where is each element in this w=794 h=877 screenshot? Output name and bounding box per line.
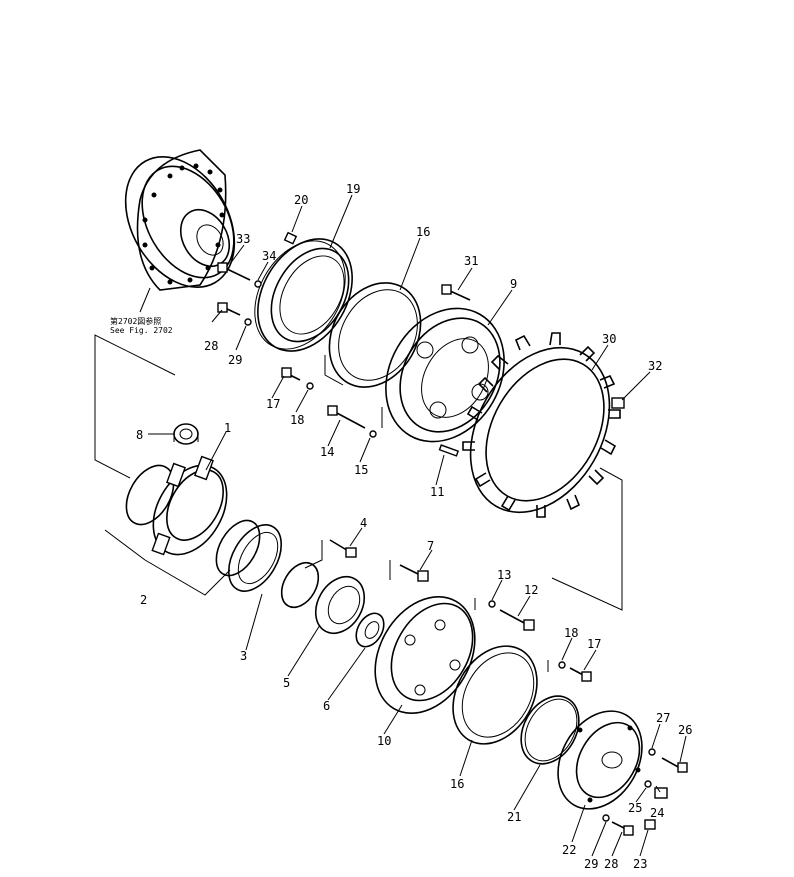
part-label: 10	[377, 734, 391, 748]
part-label: 11	[430, 485, 444, 499]
bracket-lines	[94, 334, 623, 672]
part-label: 4	[360, 516, 367, 530]
part-label: 14	[320, 445, 334, 459]
part-label: 31	[464, 254, 478, 268]
fasteners	[217, 231, 688, 836]
part-label: 22	[562, 843, 576, 857]
part-labels: 1 2 3 4 5 6 7 8 9 10 11 12 13 14 15 16 1…	[136, 182, 692, 871]
part-label: 7	[427, 539, 434, 553]
part-label: 18	[290, 413, 304, 427]
part-label: 25	[628, 801, 642, 815]
part-label: 16	[450, 777, 464, 791]
part-label: 29	[228, 353, 242, 367]
part-label: 5	[283, 676, 290, 690]
part-label: 13	[497, 568, 511, 582]
part-label: 15	[354, 463, 368, 477]
part-cover	[557, 710, 643, 810]
part-label: 17	[587, 637, 601, 651]
part-label: 3	[240, 649, 247, 663]
part-label: 26	[678, 723, 692, 737]
part-19-ring	[254, 238, 353, 352]
leader-lines	[148, 194, 687, 857]
part-label: 17	[266, 397, 280, 411]
part-30-sprocket	[462, 332, 621, 518]
part-16-ring-upper	[328, 282, 422, 388]
part-8-bearing	[173, 423, 199, 445]
part-label: 12	[524, 583, 538, 597]
part-label: 8	[136, 428, 143, 442]
part-label: 30	[602, 332, 616, 346]
part-label: 2	[140, 593, 147, 607]
part-label: 9	[510, 277, 517, 291]
part-label: 33	[236, 232, 250, 246]
part-label: 18	[564, 626, 578, 640]
part-3-ring	[215, 519, 283, 592]
part-label: 27	[656, 711, 670, 725]
part-21-o-ring	[520, 695, 580, 765]
part-5-gear	[280, 561, 366, 635]
part-6-plate	[355, 612, 385, 648]
reference-note-jp: 第2702図参照	[110, 316, 161, 326]
part-label: 1	[224, 421, 231, 435]
part-label: 28	[204, 339, 218, 353]
part-10-hub	[374, 595, 476, 715]
part-label: 24	[650, 806, 664, 820]
part-9-hub	[385, 307, 505, 443]
part-label: 28	[604, 857, 618, 871]
part-label: 34	[262, 249, 276, 263]
part-16-ring-lower	[452, 645, 538, 745]
reference-note-en: See Fig. 2702	[110, 326, 173, 335]
part-label: 32	[648, 359, 662, 373]
part-label: 20	[294, 193, 308, 207]
part-label: 29	[584, 857, 598, 871]
part-label: 23	[633, 857, 647, 871]
reference-housing	[124, 149, 236, 313]
part-label: 6	[323, 699, 330, 713]
part-1-carrier	[125, 455, 228, 556]
part-label: 21	[507, 810, 521, 824]
part-label: 19	[346, 182, 360, 196]
part-label: 16	[416, 225, 430, 239]
